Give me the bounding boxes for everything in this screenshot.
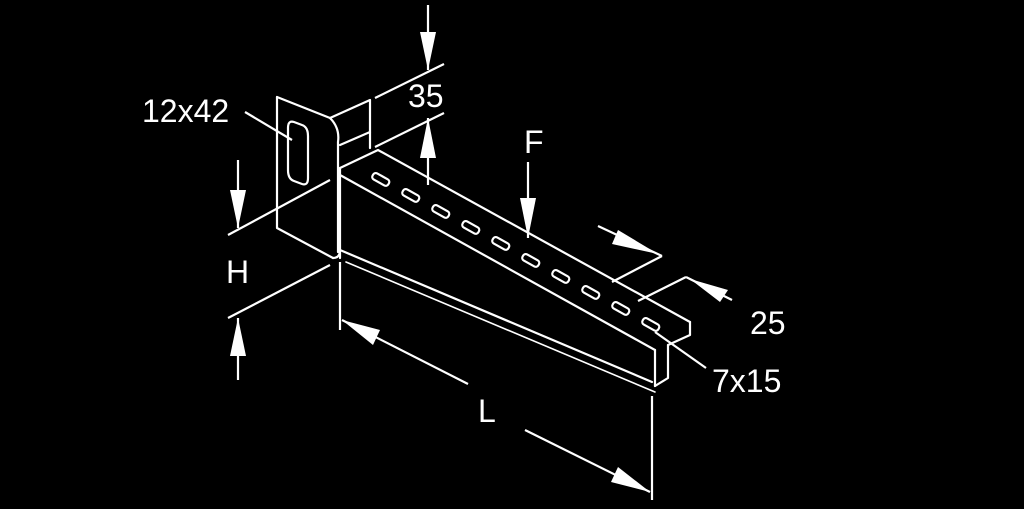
label-thickness: 35 (408, 78, 444, 114)
dimension-h (227, 160, 331, 380)
label-height: H (226, 254, 249, 290)
label-slot-back: 12x42 (142, 93, 229, 129)
force-arrow (520, 162, 536, 238)
label-slot-arm: 7x15 (712, 363, 781, 399)
slot-back-leader (244, 111, 293, 141)
arm-slots (371, 171, 661, 332)
label-length: L (478, 393, 496, 429)
wall-plate (275, 95, 372, 260)
dimension-l (338, 262, 654, 500)
dimension-35 (374, 5, 445, 185)
dimension-25 (597, 225, 733, 302)
plate-slot (286, 120, 310, 186)
slot-arm-leader (654, 331, 707, 369)
label-force: F (524, 124, 544, 160)
bracket-arm (338, 148, 692, 393)
label-width: 25 (750, 305, 786, 341)
